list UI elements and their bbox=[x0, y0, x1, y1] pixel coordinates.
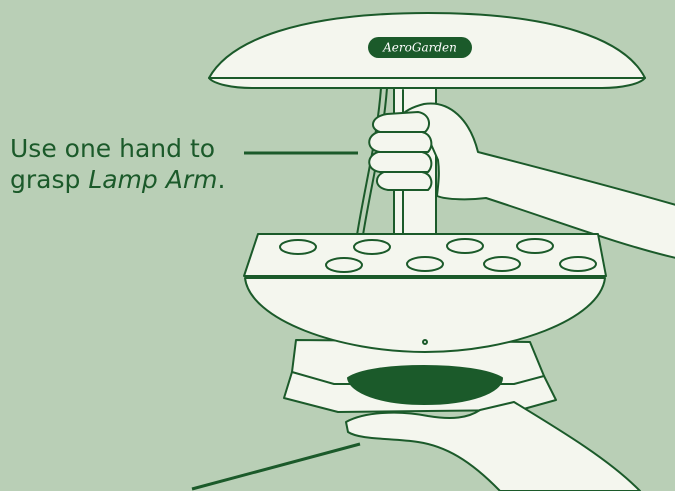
status-dot bbox=[423, 340, 427, 344]
grow-pod bbox=[354, 240, 390, 254]
instruction-line-1: Use one hand to bbox=[10, 134, 215, 163]
instruction-line-2-prefix: grasp bbox=[10, 165, 88, 194]
lamp-arm-instruction: Use one hand to grasp Lamp Arm. bbox=[10, 133, 225, 195]
grow-pod bbox=[447, 239, 483, 253]
lamp-arm-term: Lamp Arm bbox=[88, 165, 217, 194]
grow-pod bbox=[407, 257, 443, 271]
grow-pod bbox=[517, 239, 553, 253]
callout-leader-base bbox=[192, 444, 360, 489]
lower-hand bbox=[346, 402, 640, 491]
grow-pod bbox=[560, 257, 596, 271]
grow-pod bbox=[484, 257, 520, 271]
lamp-hood-rim bbox=[209, 78, 645, 88]
grow-pod bbox=[326, 258, 362, 272]
logo-text: AeroGarden bbox=[382, 41, 457, 55]
grow-pod bbox=[280, 240, 316, 254]
instruction-line-2-suffix: . bbox=[217, 165, 225, 194]
